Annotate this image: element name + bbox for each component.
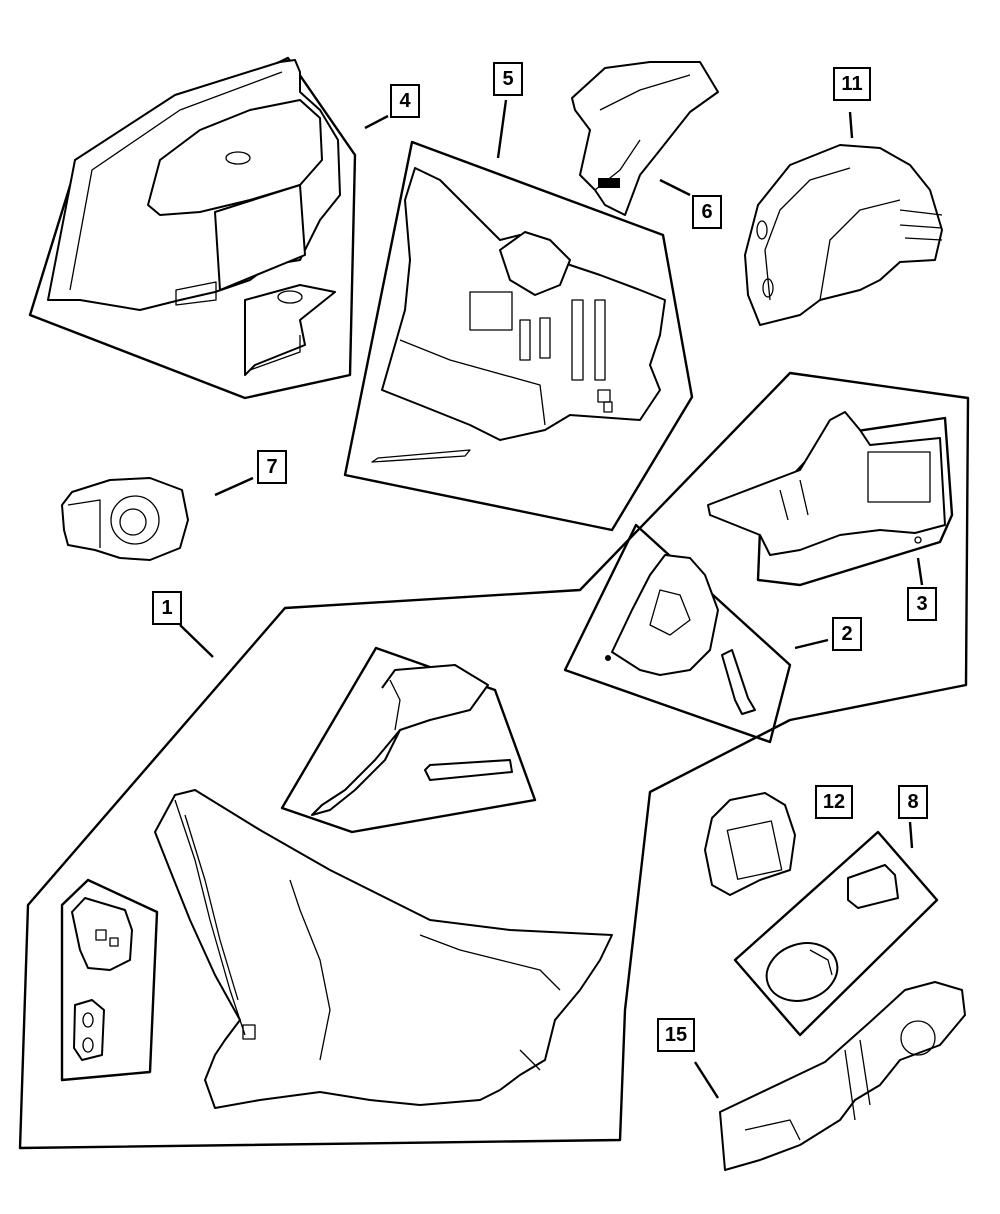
part-1-bracket bbox=[280, 646, 537, 834]
leader-line-4 bbox=[364, 114, 389, 130]
callout-2: 2 bbox=[832, 617, 862, 651]
leader-line-15 bbox=[693, 1061, 720, 1099]
callout-1: 1 bbox=[152, 591, 182, 625]
part-15 bbox=[719, 981, 966, 1171]
callout-15: 15 bbox=[657, 1018, 695, 1052]
part-7 bbox=[61, 477, 189, 561]
callout-3: 3 bbox=[907, 587, 937, 621]
leader-line-6 bbox=[659, 178, 691, 197]
part-11 bbox=[744, 144, 943, 326]
part-1-reinforcement bbox=[60, 878, 159, 1082]
part-3 bbox=[707, 411, 954, 587]
group-1-outline bbox=[18, 371, 970, 1150]
callout-6: 6 bbox=[692, 195, 722, 229]
leader-line-8 bbox=[908, 821, 914, 849]
leader-line-1 bbox=[179, 624, 214, 658]
callout-8: 8 bbox=[898, 785, 928, 819]
callout-12: 12 bbox=[815, 785, 853, 819]
part-1-quarter-panel bbox=[154, 789, 613, 1109]
callout-7: 7 bbox=[257, 450, 287, 484]
leader-line-3 bbox=[916, 557, 924, 586]
part-group-4 bbox=[28, 56, 357, 400]
callout-5: 5 bbox=[493, 62, 523, 96]
leader-line-2 bbox=[794, 638, 829, 650]
part-2 bbox=[563, 523, 792, 744]
leader-line-11 bbox=[848, 111, 854, 139]
part-group-5 bbox=[343, 140, 694, 532]
part-6 bbox=[571, 61, 719, 216]
part-12 bbox=[704, 792, 796, 896]
callout-11: 11 bbox=[833, 67, 871, 101]
part-8 bbox=[733, 830, 939, 1037]
leader-line-7 bbox=[214, 476, 254, 497]
leader-line-5 bbox=[496, 99, 508, 159]
callout-4: 4 bbox=[390, 84, 420, 118]
